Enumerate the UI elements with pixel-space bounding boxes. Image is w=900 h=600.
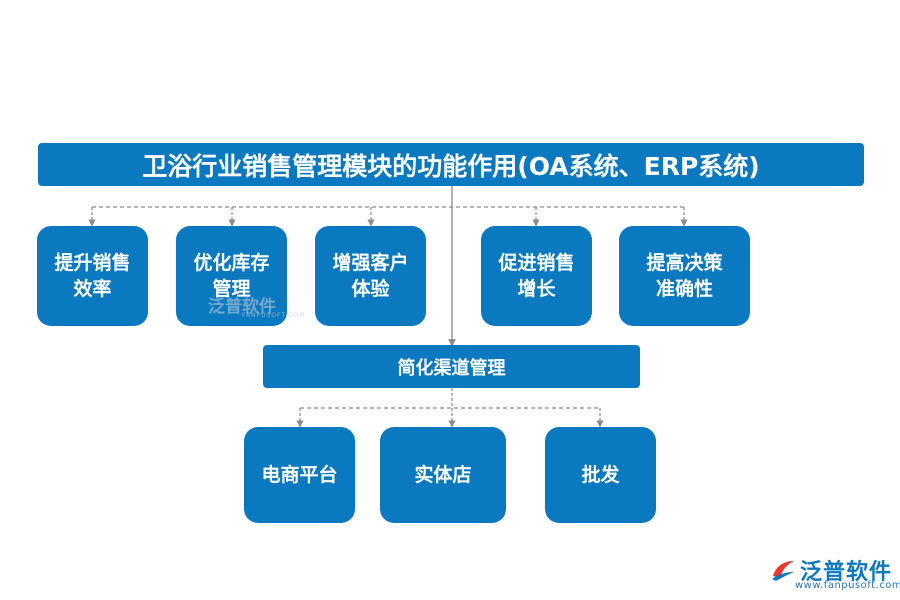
watermark-text: 泛普软件 xyxy=(208,297,276,317)
brand-name: 泛普软件 xyxy=(800,560,893,585)
function-node-customer: 增强客户 体验 xyxy=(315,226,426,326)
watermark-subtext: FANPUSOFT.COM xyxy=(242,312,306,319)
brand-logo-icon xyxy=(772,561,794,581)
channel-node-wholesale: 批发 xyxy=(545,427,656,523)
diagram-title: 卫浴行业销售管理模块的功能作用(OA系统、ERP系统) xyxy=(38,143,864,186)
brand-url: www.fanpusoft.com xyxy=(795,580,900,591)
function-node-decision: 提高决策 准确性 xyxy=(619,226,750,326)
channel-node: 简化渠道管理 xyxy=(263,345,640,388)
channel-node-ecommerce: 电商平台 xyxy=(244,427,355,523)
brand-logo: 泛普软件 xyxy=(770,554,892,586)
function-node-efficiency: 提升销售 效率 xyxy=(37,226,148,326)
function-node-inventory: 优化库存 管理 xyxy=(176,226,287,326)
function-node-growth: 促进销售 增长 xyxy=(481,226,592,326)
channel-node-store: 实体店 xyxy=(380,427,506,523)
